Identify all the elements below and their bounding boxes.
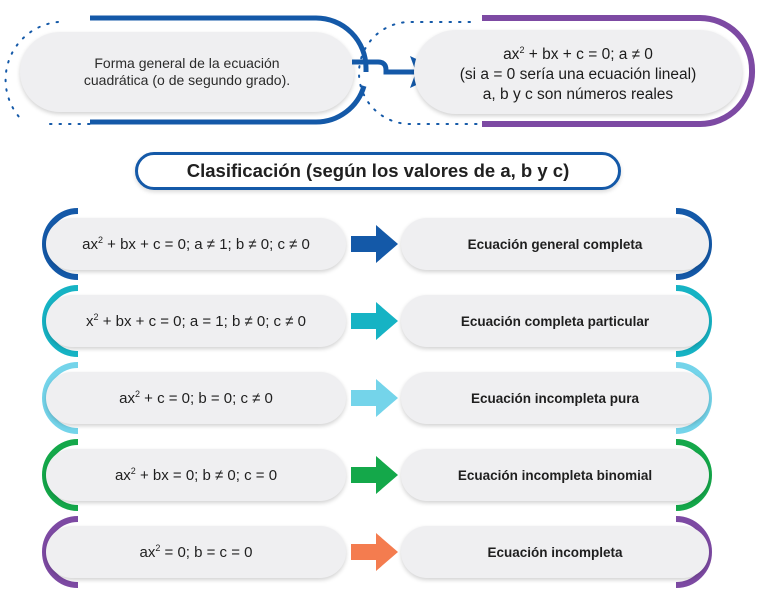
row-3-left-arc xyxy=(42,362,79,434)
row-5-right-arc xyxy=(675,516,712,588)
row-3-arrow xyxy=(351,379,398,417)
general-form-equation: ax2 + bx + c = 0; a ≠ 0 xyxy=(503,44,653,63)
row-3-label: Ecuación incompleta pura xyxy=(401,372,709,424)
row-3-equation: ax2 + c = 0; b = 0; c ≠ 0 xyxy=(46,372,346,424)
row-4-label: Ecuación incompleta binomial xyxy=(401,449,709,501)
equation-text: ax xyxy=(119,390,135,407)
row-2-right-arc xyxy=(675,285,712,357)
row-1-right-arc xyxy=(675,208,712,280)
linear-note: (si a = 0 sería una ecuación lineal) xyxy=(459,65,697,83)
exponent: 2 xyxy=(155,543,161,553)
row-1-label: Ecuación general completa xyxy=(401,218,709,270)
exponent: 2 xyxy=(97,235,103,245)
exponent: 2 xyxy=(130,466,136,476)
definition-line-2: cuadrática (o de segundo grado). xyxy=(83,72,291,88)
equation-conditions: = 0; b = c = 0 xyxy=(160,544,253,561)
row-4-right-arc xyxy=(675,439,712,511)
row-3-right-arc xyxy=(675,362,712,434)
exponent: 2 xyxy=(134,389,140,399)
equation-conditions: + bx = 0; b ≠ 0; c = 0 xyxy=(135,467,278,484)
row-5-arrow xyxy=(351,533,398,571)
equation-conditions: + c = 0; b = 0; c ≠ 0 xyxy=(139,390,273,407)
row-1-left-arc xyxy=(42,208,79,280)
row-4-equation: ax2 + bx = 0; b ≠ 0; c = 0 xyxy=(46,449,346,501)
exponent: 2 xyxy=(93,312,99,322)
row-5-equation: ax2 = 0; b = c = 0 xyxy=(46,526,346,578)
quadratic-definition-box: Forma general de la ecuación cuadrática … xyxy=(20,32,354,112)
row-4-arrow xyxy=(351,456,398,494)
row-1-arrow xyxy=(351,225,398,263)
row-1-equation: ax2 + bx + c = 0; a ≠ 1; b ≠ 0; c ≠ 0 xyxy=(46,218,346,270)
general-form-box: ax2 + bx + c = 0; a ≠ 0 (si a = 0 sería … xyxy=(414,30,742,114)
equation-text: ax xyxy=(82,236,98,253)
equation-text: ax xyxy=(139,544,156,561)
row-5-label: Ecuación incompleta xyxy=(401,526,709,578)
classification-title: Clasificación (según los valores de a, b… xyxy=(135,152,621,190)
definition-line-1: Forma general de la ecuación xyxy=(94,55,280,71)
row-4-left-arc xyxy=(42,439,79,511)
row-2-label: Ecuación completa particular xyxy=(401,295,709,347)
equation-conditions: + bx + c = 0; a = 1; b ≠ 0; c ≠ 0 xyxy=(98,313,306,330)
equation-conditions: + bx + c = 0; a ≠ 1; b ≠ 0; c ≠ 0 xyxy=(102,236,310,253)
real-numbers-note: a, b y c son números reales xyxy=(482,85,674,103)
row-2-left-arc xyxy=(42,285,79,357)
row-5-left-arc xyxy=(42,516,79,588)
row-2-equation: x2 + bx + c = 0; a = 1; b ≠ 0; c ≠ 0 xyxy=(46,295,346,347)
row-2-arrow xyxy=(351,302,398,340)
equation-text: ax xyxy=(114,467,131,484)
equation-text: x xyxy=(86,313,94,330)
